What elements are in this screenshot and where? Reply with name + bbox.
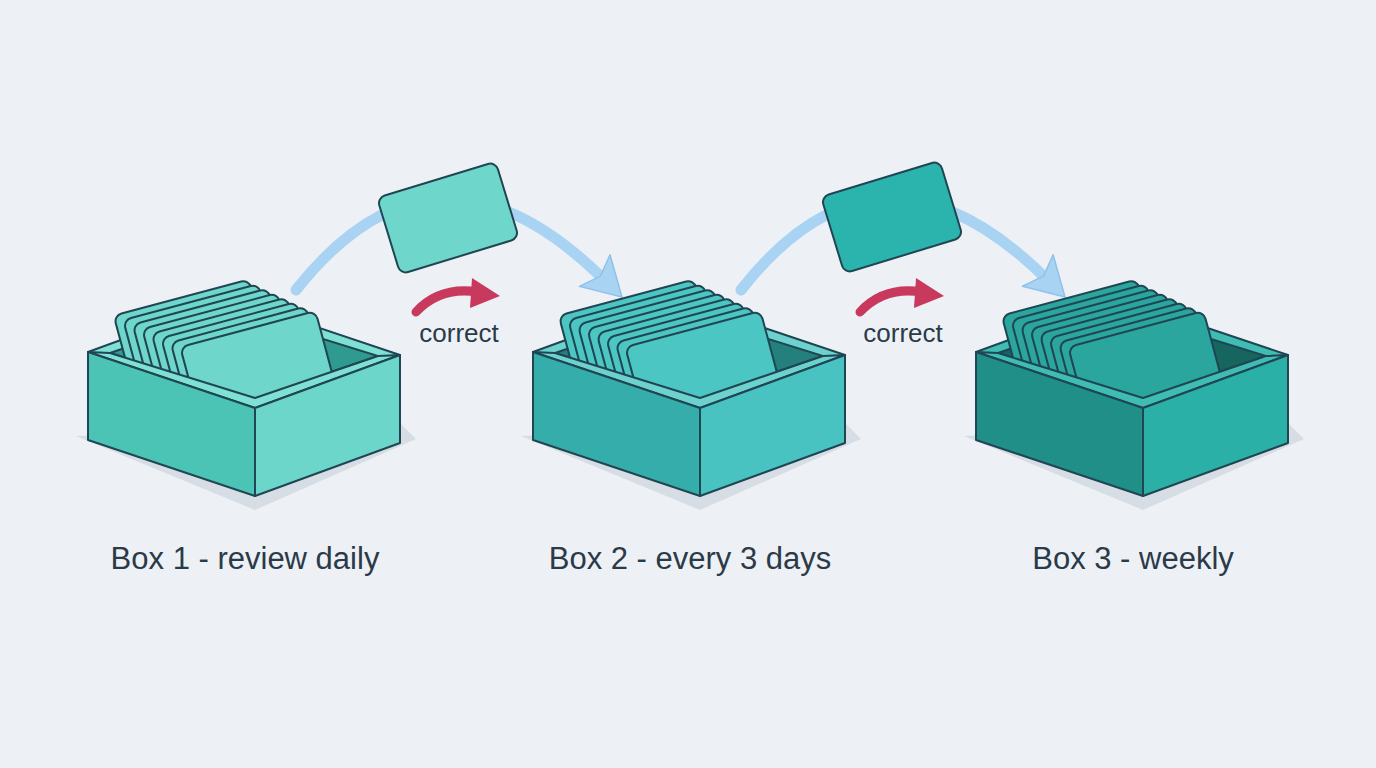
arrow-head bbox=[1022, 255, 1065, 297]
box-label: Box 3 - weekly bbox=[1032, 541, 1234, 577]
box-illustration bbox=[963, 285, 1303, 585]
box-label: Box 1 - review daily bbox=[111, 541, 380, 577]
leitner-box: Box 3 - weekly bbox=[963, 285, 1303, 585]
leitner-box: Box 2 - every 3 days bbox=[520, 285, 860, 585]
moving-card bbox=[377, 162, 519, 275]
box-label: Box 2 - every 3 days bbox=[549, 541, 832, 577]
box-front-face bbox=[533, 352, 700, 496]
box-front-face bbox=[88, 352, 255, 496]
box-illustration bbox=[75, 285, 415, 585]
box-front-face bbox=[976, 352, 1143, 496]
box-illustration bbox=[520, 285, 860, 585]
correct-arrow bbox=[860, 278, 944, 312]
moving-card bbox=[821, 161, 963, 274]
leitner-box: Box 1 - review daily bbox=[75, 285, 415, 585]
correct-arrow bbox=[416, 278, 500, 312]
box-side-face bbox=[1143, 355, 1288, 496]
box-side-face bbox=[700, 355, 845, 496]
edge-label: correct bbox=[863, 318, 942, 349]
edge-label: correct bbox=[419, 318, 498, 349]
box-side-face bbox=[255, 355, 400, 496]
arrow-head bbox=[579, 255, 622, 297]
